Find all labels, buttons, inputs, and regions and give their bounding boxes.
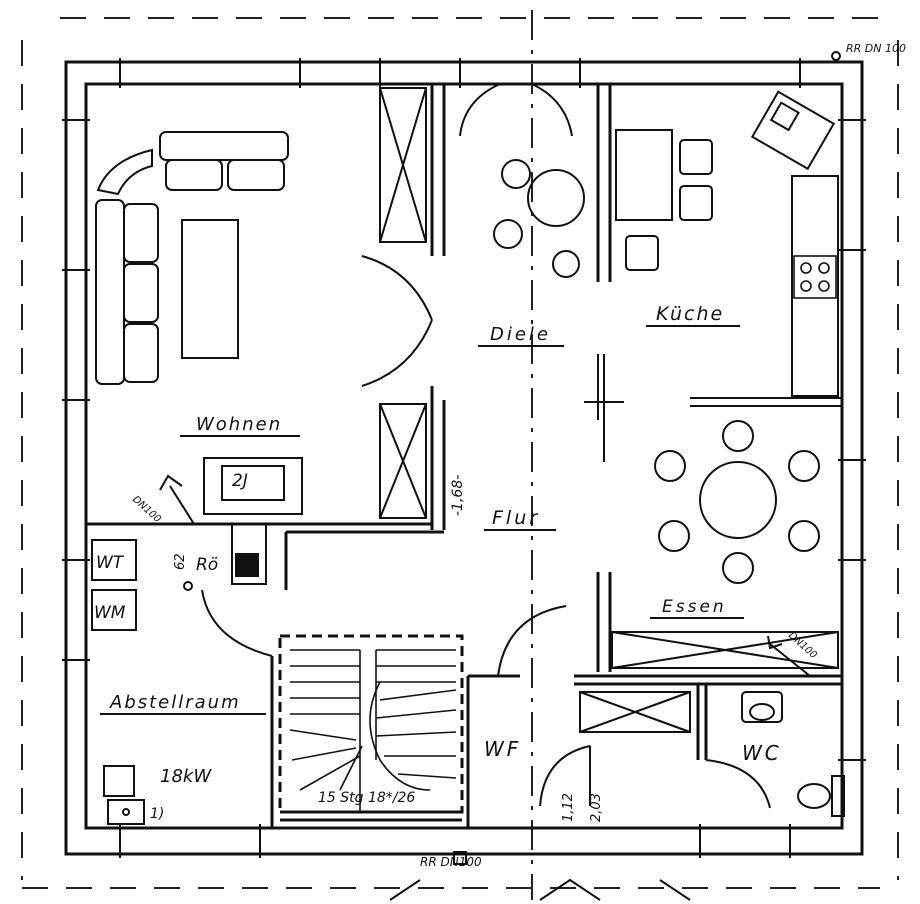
- annotation-dn-left: DN100: [130, 494, 163, 525]
- label-roe: Rö: [196, 555, 218, 575]
- annotation-rr-top: RR DN 100: [846, 42, 906, 55]
- fireplace-label: 2J: [232, 471, 248, 491]
- room-label-kueche: Küche: [656, 303, 724, 325]
- room-label-wf: WF: [484, 737, 521, 761]
- fireplace: [203, 457, 303, 585]
- dimension-168: -1,68-: [450, 475, 466, 516]
- cabinets: [379, 87, 839, 733]
- exterior-walls: [64, 60, 864, 856]
- utility-boxes: [91, 539, 145, 825]
- dimension-62: 62: [173, 553, 188, 570]
- dimension-112: 1,12: [561, 793, 576, 822]
- footnote-label: 1): [150, 806, 164, 822]
- room-label-diele: Diele: [490, 324, 551, 345]
- room-label-wohnen: Wohnen: [196, 414, 282, 435]
- annotation-dn-essen: DN100: [786, 630, 819, 661]
- stove-icon: [793, 255, 837, 299]
- heater-label: 18kW: [160, 766, 212, 787]
- annotation-rr-bottom: RR DN100: [420, 855, 482, 869]
- dimension-203: 2,03: [589, 793, 604, 822]
- doors: [201, 83, 771, 809]
- interior-walls: [86, 84, 842, 828]
- room-label-essen: Essen: [662, 597, 727, 617]
- essen-table: [654, 420, 820, 584]
- room-label-abstellraum: Abstellraum: [109, 692, 241, 713]
- wc-fixtures: [741, 691, 845, 817]
- diele-table: [493, 159, 585, 278]
- arrows: [159, 51, 841, 901]
- stairs-label: 15 Stg 18*/26: [318, 790, 415, 806]
- room-label-wc: WC: [742, 741, 782, 765]
- room-label-flur: Flur: [492, 507, 540, 529]
- kitchen-units: [615, 90, 839, 397]
- staircase: [289, 649, 457, 812]
- hall-post: [584, 354, 624, 462]
- window-marks: [62, 58, 866, 858]
- label-wt: WT: [96, 553, 125, 573]
- coffee-table: [181, 219, 239, 359]
- sofa: [95, 131, 289, 385]
- label-wm: WM: [94, 603, 126, 623]
- dashed-boundary: [21, 10, 899, 900]
